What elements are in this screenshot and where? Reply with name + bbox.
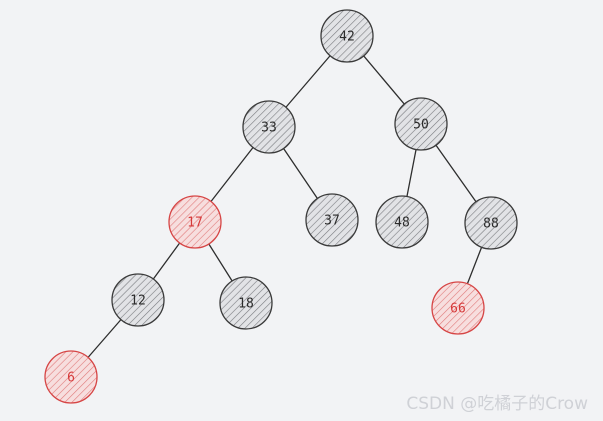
black-node-circle [464, 196, 518, 250]
black-node-circle [375, 195, 429, 249]
black-node-circle [111, 273, 165, 327]
node-label: 66 [450, 302, 466, 317]
node-label: 37 [324, 214, 340, 229]
tree-edge-12-6 [87, 318, 122, 359]
tree-edge-17-12 [152, 242, 181, 280]
node-label: 17 [187, 216, 203, 231]
node-label: 33 [261, 121, 277, 136]
tree-node-37: 37 [305, 193, 359, 247]
tree-node-42: 42 [320, 9, 374, 63]
tree-edge-33-17 [210, 146, 254, 203]
red-node-circle [44, 350, 98, 404]
node-label: 18 [238, 297, 254, 312]
black-node-circle [320, 9, 374, 63]
tree-edge-42-50 [363, 55, 405, 105]
red-node-circle [431, 281, 485, 335]
black-node-circle [242, 100, 296, 154]
tree-edge-17-18 [208, 243, 233, 282]
black-node-circle [305, 193, 359, 247]
tree-node-50: 50 [394, 97, 448, 151]
tree-edge-50-88 [435, 144, 477, 203]
tree-node-33: 33 [242, 100, 296, 154]
node-label: 88 [483, 217, 499, 232]
red-node-circle [168, 195, 222, 249]
tree-node-88: 88 [464, 196, 518, 250]
watermark-text: CSDN @吃橘子的Crow [406, 394, 588, 414]
tree-node-66: 66 [431, 281, 485, 335]
black-node-circle [394, 97, 448, 151]
tree-node-17: 17 [168, 195, 222, 249]
node-label: 50 [413, 118, 429, 133]
tree-edge-88-66 [466, 246, 483, 285]
tree-edges [87, 55, 483, 359]
tree-edge-33-37 [282, 147, 319, 200]
node-label: 42 [339, 30, 355, 45]
tree-edge-50-48 [406, 148, 417, 198]
node-label: 12 [130, 294, 146, 309]
tree-node-18: 18 [219, 276, 273, 330]
tree-edge-42-33 [285, 55, 331, 108]
black-node-circle [219, 276, 273, 330]
node-label: 48 [394, 216, 410, 231]
tree-node-48: 48 [375, 195, 429, 249]
node-label: 6 [67, 371, 75, 386]
tree-node-6: 6 [44, 350, 98, 404]
tree-node-12: 12 [111, 273, 165, 327]
